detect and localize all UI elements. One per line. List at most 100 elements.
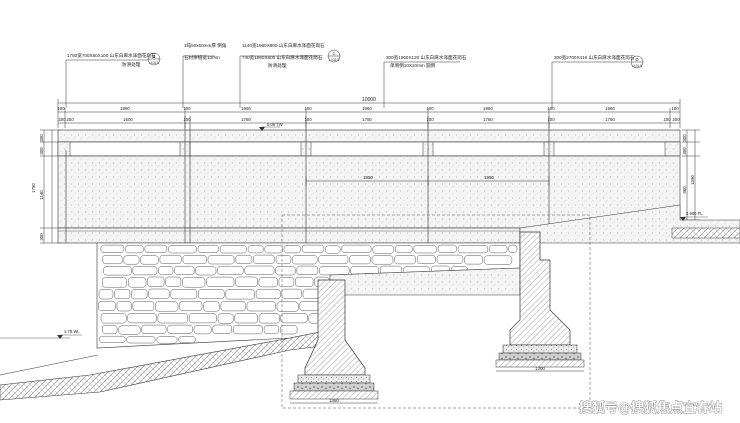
- level-mark-deck: [259, 126, 280, 131]
- callout-1-tag-bottom: LI.01.5: [149, 61, 159, 65]
- left-footing-base: [289, 390, 379, 400]
- callout-3-line3: 防滑处理: [268, 62, 287, 69]
- stone-block: [188, 313, 217, 324]
- dim-foot-left: 1360: [329, 398, 339, 403]
- stone-block: [234, 313, 258, 324]
- stone-block: [371, 255, 394, 265]
- callout-5-tag-bottom: LI.01.5: [632, 64, 642, 68]
- dim-inner-0: 1950: [363, 175, 373, 180]
- left-footing-cushion: [297, 374, 371, 384]
- dim-left-v-3: 1140: [39, 190, 44, 200]
- stone-block: [253, 254, 275, 264]
- stone-block: [197, 244, 219, 253]
- dim-right-v-1: 300: [682, 147, 687, 155]
- stone-block: [159, 254, 182, 264]
- watermark: 搜狐号@搜狐焦点宜春站: [579, 400, 722, 416]
- right-pier: [509, 231, 571, 346]
- stone-block: [276, 301, 299, 312]
- level-left-label: 1.75 WL: [64, 329, 80, 334]
- stone-block: [296, 265, 319, 275]
- dimension-foot-widths: [290, 370, 584, 404]
- deck-paving-layer: [57, 129, 681, 143]
- stone-block: [174, 265, 195, 275]
- stone-block: [413, 245, 437, 254]
- stone-block: [148, 288, 170, 299]
- callout-3-tag-top: C: [332, 51, 335, 56]
- stone-block: [193, 325, 212, 335]
- stone-block: [349, 255, 371, 265]
- stone-block: [157, 313, 188, 324]
- stone-block: [131, 289, 148, 300]
- dim-second-label: 100: [663, 117, 671, 122]
- callout-3-line2: 740宽1960X800 山东白麻水泽面花岗石: [242, 54, 323, 61]
- stone-block: [179, 301, 203, 312]
- dimension-chain-left: [40, 129, 60, 244]
- dim-top-label: 1960: [605, 106, 615, 111]
- stone-block: [464, 255, 483, 265]
- stone-block: [280, 313, 308, 324]
- deck-slab: [57, 227, 521, 244]
- stone-block: [416, 254, 436, 264]
- dim-top-label: 100: [304, 106, 312, 111]
- callout-2-line2: 石材拼缝宽10mm: [184, 54, 220, 61]
- stone-block: [98, 289, 114, 300]
- level-deck-label: 5.09 TW: [267, 122, 283, 127]
- callout-1-line1: 1750宽700X80X100 山东白麻水泽面花岗石: [67, 52, 156, 59]
- stone-block: [182, 255, 207, 265]
- stone-block: [275, 266, 296, 276]
- right-ground-surface: [671, 227, 740, 239]
- stone-block: [132, 301, 155, 312]
- stone-block: [128, 277, 147, 288]
- stone-block: [295, 276, 314, 287]
- dim-top-label: 100: [183, 106, 191, 111]
- right-footing-cushion: [502, 344, 578, 354]
- stone-block: [247, 245, 264, 254]
- dim-second-label: 200: [672, 117, 680, 122]
- callout-5-line1: 300宽2700X416 山东白麻水泽面花岗石: [554, 54, 635, 61]
- dim-top-label: 1960: [362, 106, 372, 111]
- dim-left-v-2: 1750: [31, 183, 36, 193]
- stone-block: [114, 289, 131, 300]
- callout-leaders: [65, 55, 630, 108]
- stone-block: [98, 300, 116, 311]
- stone-block: [372, 245, 395, 254]
- stone-block: [436, 254, 464, 264]
- stone-block: [246, 301, 276, 312]
- stone-block: [508, 244, 518, 253]
- callout-5-tag-top: D: [635, 57, 638, 62]
- dim-second-label: 200: [58, 117, 66, 122]
- callout-1-tag-top: B: [153, 54, 156, 59]
- dim-right-v-3: 1390: [690, 175, 695, 185]
- stone-block: [437, 244, 457, 253]
- stone-block: [207, 255, 235, 265]
- dim-second-label: 1760: [241, 117, 251, 122]
- stone-block: [170, 289, 198, 300]
- stone-block: [489, 245, 508, 254]
- right-footing-base: [495, 359, 585, 368]
- stone-block: [125, 245, 144, 254]
- stone-block: [198, 289, 225, 300]
- stone-block: [168, 245, 197, 254]
- stone-block: [292, 255, 318, 265]
- dim-inner-1: 1950: [484, 175, 494, 180]
- stone-block: [140, 255, 159, 265]
- stone-block: [182, 277, 206, 288]
- dim-right-v-2: 960: [682, 186, 687, 194]
- dim-top-label: 100: [426, 106, 434, 111]
- dim-second-label: 100: [547, 117, 555, 122]
- stone-block: [283, 245, 301, 254]
- stone-block: [235, 276, 258, 287]
- stone-block: [457, 245, 489, 254]
- stone-block: [219, 245, 247, 254]
- stone-block: [102, 255, 123, 265]
- stone-block: [206, 276, 235, 287]
- stone-block: [147, 276, 165, 287]
- stone-block: [118, 325, 141, 335]
- stone-block: [278, 277, 295, 288]
- stone-block: [101, 277, 128, 288]
- stone-block: [258, 313, 280, 324]
- callout-tag-circles: [147, 49, 644, 69]
- level-right-label: 3.900 FL: [686, 211, 703, 216]
